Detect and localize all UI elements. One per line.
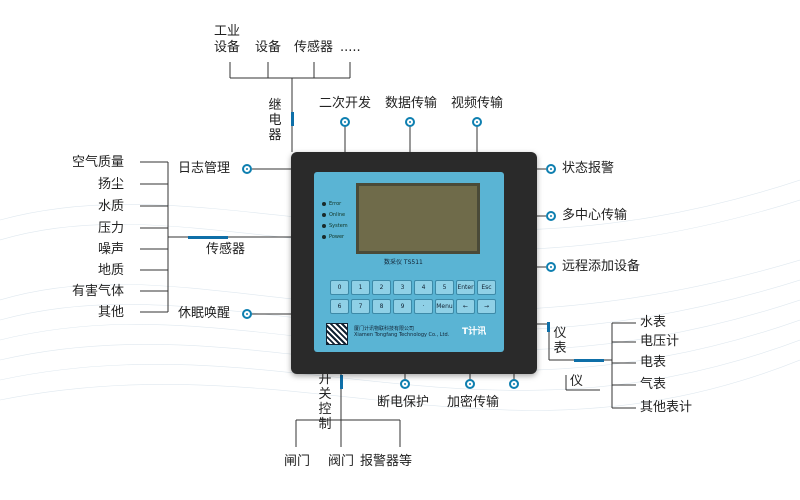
switch-accent-bar: [340, 375, 343, 389]
top-feature-label: 二次开发: [319, 96, 372, 111]
led-indicator: System: [322, 223, 348, 229]
bottom-item: 报警器等: [360, 454, 413, 469]
led-icon: [322, 234, 326, 239]
relay-label: 继电器: [268, 98, 282, 143]
ellipsis-label: .....: [340, 40, 361, 55]
company-en: Xiamen Tongfang Technology Co., Ltd.: [354, 332, 450, 338]
log-management-label: 日志管理: [178, 161, 231, 176]
sleep-wake-label: 休眠唤醒: [178, 306, 231, 321]
encrypted-transfer-label: 加密传输: [447, 395, 500, 410]
led-indicator: Online: [322, 212, 345, 218]
node-dot: [405, 117, 415, 127]
bottom-item: 阀门: [328, 454, 355, 469]
keypad-key[interactable]: ←: [456, 299, 475, 314]
node-dot: [546, 262, 556, 272]
node-dot: [509, 379, 519, 389]
lcd-screen: [356, 183, 480, 254]
node-dot: [400, 379, 410, 389]
node-dot: [546, 164, 556, 174]
sensor-item: 扬尘: [98, 177, 125, 192]
sensor-item: 水质: [98, 199, 125, 214]
meter-item: 电表: [640, 355, 667, 370]
keypad-key[interactable]: ·: [414, 299, 433, 314]
meter-accent-bar: [574, 359, 604, 362]
node-dot: [546, 211, 556, 221]
power-protect-label: 断电保护: [377, 395, 430, 410]
sensor-item: 噪声: [98, 242, 125, 257]
meter-side-bar: [547, 322, 550, 332]
led-label: Power: [329, 234, 345, 240]
node-dot: [242, 309, 252, 319]
keypad-key[interactable]: Menu: [435, 299, 454, 314]
qr-code: [326, 323, 348, 345]
meter-sub-label: 仪: [570, 374, 584, 389]
node-dot: [472, 117, 482, 127]
keypad-key[interactable]: 7: [351, 299, 370, 314]
industrial-equipment-label: 工业 设备: [214, 24, 241, 55]
device-model-label: 数采仪 TS511: [384, 259, 423, 266]
meter-item: 其他表计: [640, 400, 693, 415]
node-dot: [340, 117, 350, 127]
keypad-key[interactable]: 6: [330, 299, 349, 314]
led-icon: [322, 223, 326, 228]
equipment-label: 设备: [255, 40, 282, 55]
keypad-key[interactable]: 1: [351, 280, 370, 295]
bottom-item: 闸门: [284, 454, 311, 469]
keypad-key[interactable]: Esc: [477, 280, 496, 295]
company-cn: 厦门计讯物联科技有限公司: [354, 326, 415, 332]
sensor-accent-bar: [188, 236, 228, 239]
top-feature-label: 视频传输: [451, 96, 504, 111]
led-label: System: [329, 223, 348, 229]
multi-center-label: 多中心传输: [562, 208, 628, 223]
keypad-key[interactable]: 8: [372, 299, 391, 314]
sensor-item: 地质: [98, 263, 125, 278]
keypad-key[interactable]: →: [477, 299, 496, 314]
node-dot: [242, 164, 252, 174]
sensor-group-label: 传感器: [206, 242, 246, 257]
led-indicator: Power: [322, 234, 344, 240]
meter-item: 水表: [640, 315, 667, 330]
node-dot: [465, 379, 475, 389]
keypad-key[interactable]: 5: [435, 280, 454, 295]
keypad-key[interactable]: 4: [414, 280, 433, 295]
meter-item: 电压计: [640, 334, 680, 349]
relay-accent-bar: [291, 112, 294, 126]
sensor-item: 其他: [98, 305, 125, 320]
sensor-item: 有害气体: [72, 284, 125, 299]
keypad-key[interactable]: 3: [393, 280, 412, 295]
led-icon: [322, 212, 326, 217]
sensor-top-label: 传感器: [294, 40, 334, 55]
meter-item: 气表: [640, 377, 667, 392]
sensor-item: 空气质量: [72, 155, 125, 170]
led-icon: [322, 201, 326, 206]
keypad-key[interactable]: 0: [330, 280, 349, 295]
led-label: Error: [329, 201, 342, 207]
keypad-key[interactable]: 9: [393, 299, 412, 314]
top-feature-label: 数据传输: [385, 96, 438, 111]
status-alarm-label: 状态报警: [562, 161, 615, 176]
brand-logo: T计讯: [462, 327, 487, 337]
meter-label: 仪表: [553, 326, 567, 356]
sensor-item: 压力: [98, 221, 125, 236]
led-label: Online: [329, 212, 346, 218]
led-indicator: Error: [322, 201, 341, 207]
keypad-key[interactable]: 2: [372, 280, 391, 295]
keypad-key[interactable]: Enter: [456, 280, 475, 295]
switch-control-label: 开关控制: [318, 372, 332, 432]
remote-add-label: 远程添加设备: [562, 259, 641, 274]
